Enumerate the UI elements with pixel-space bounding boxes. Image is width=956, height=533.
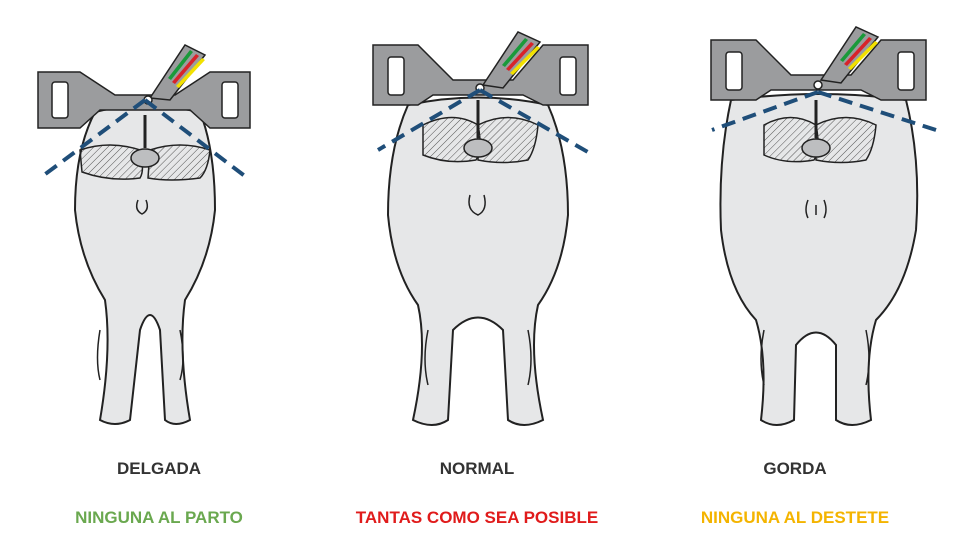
condition-label-fat: GORDA: [636, 459, 954, 479]
thin-sow-illustration: [0, 0, 318, 450]
panel-thin: DELGADA NINGUNA AL PARTO: [0, 0, 318, 533]
caliper-tool: [373, 32, 588, 105]
condition-label-thin: DELGADA: [0, 459, 318, 479]
panel-normal: NORMAL TANTAS COMO SEA POSIBLE: [318, 0, 636, 533]
panel-fat: GORDA NINGUNA AL DESTETE: [636, 0, 954, 533]
fat-sow-illustration: [636, 0, 954, 450]
recommendation-label-thin: NINGUNA AL PARTO: [0, 508, 318, 528]
caliper-tool: [711, 27, 926, 100]
recommendation-label-fat: NINGUNA AL DESTETE: [636, 508, 954, 528]
normal-sow-illustration: [318, 0, 636, 450]
condition-label-normal: NORMAL: [318, 459, 636, 479]
recommendation-label-normal: TANTAS COMO SEA POSIBLE: [318, 508, 636, 528]
